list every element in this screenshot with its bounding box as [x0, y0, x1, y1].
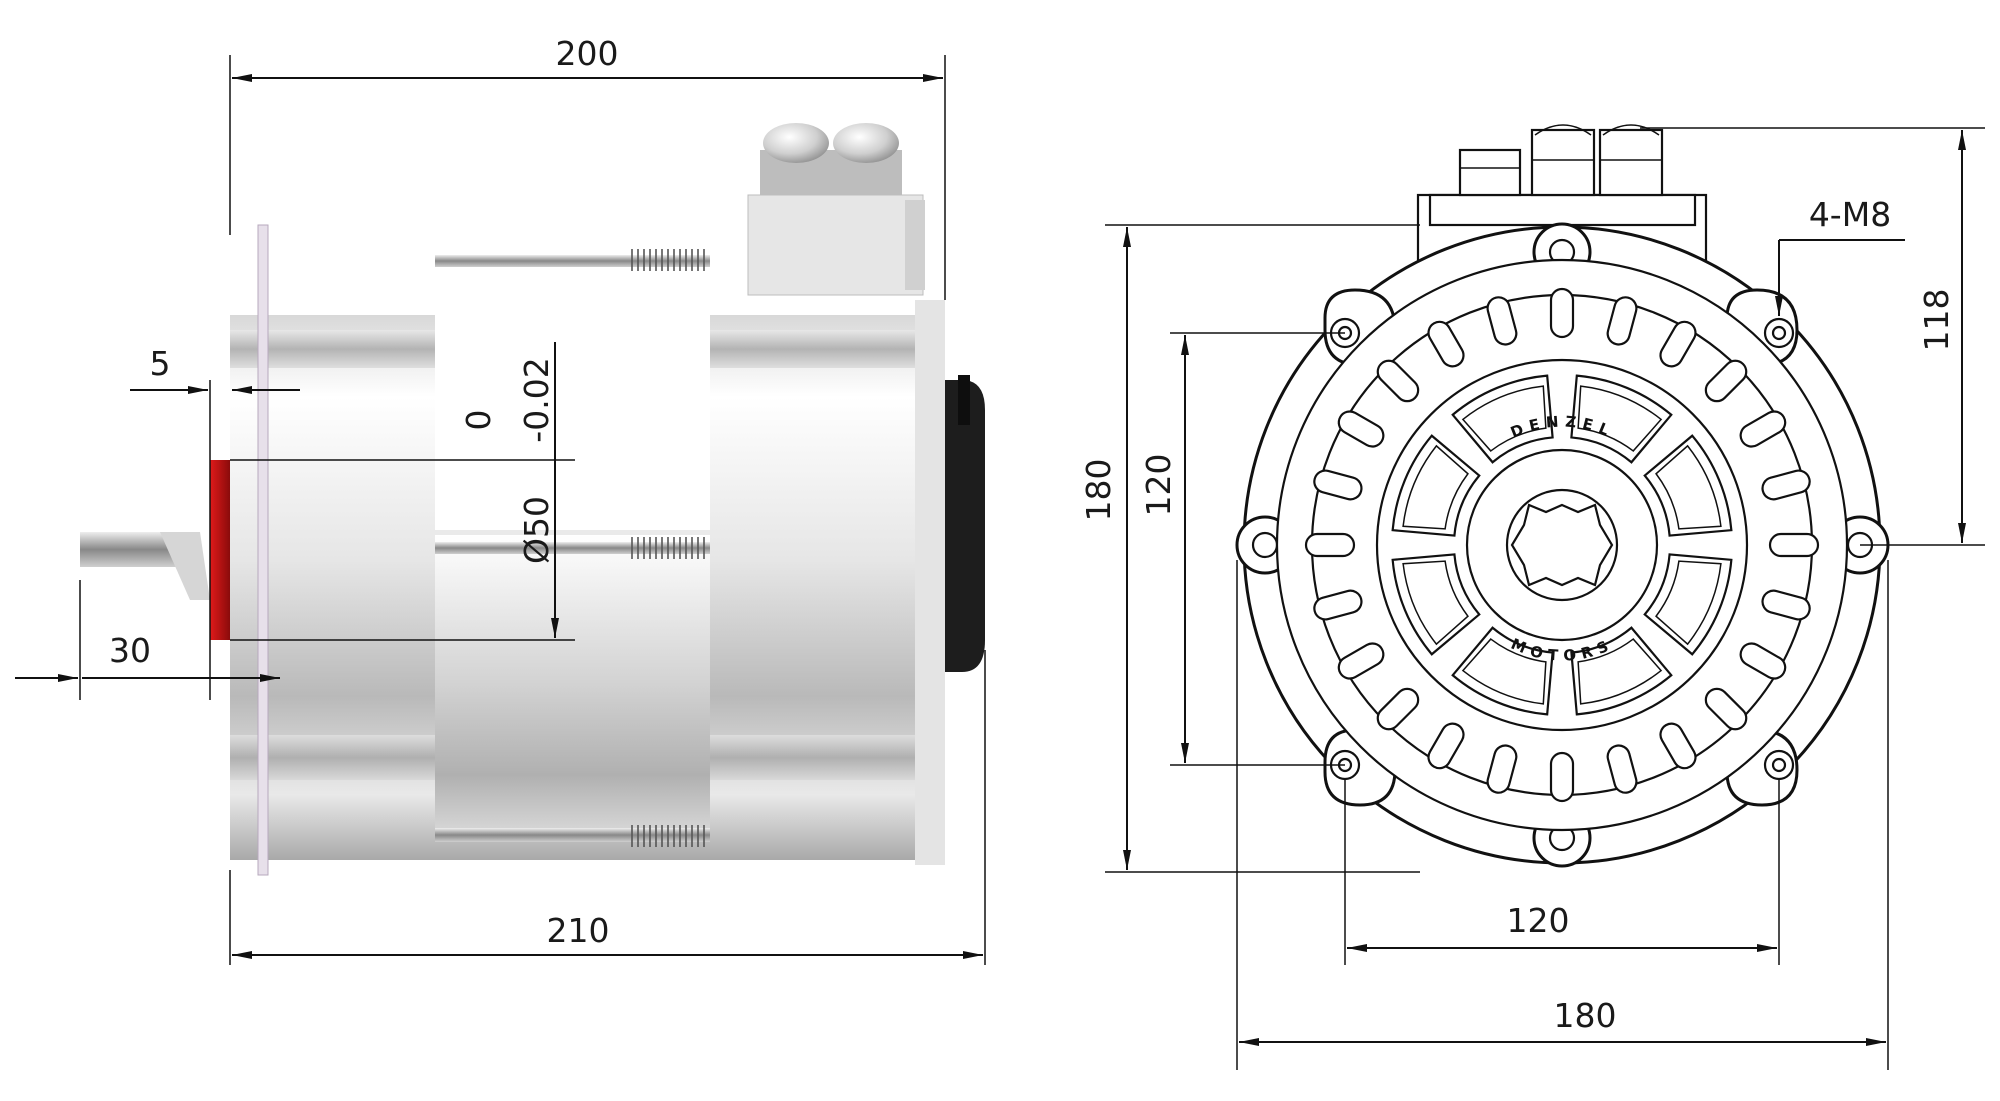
front-flange — [257, 224, 269, 876]
vent-slot — [1704, 359, 1748, 403]
inner-window — [1643, 553, 1733, 656]
tolerance-lower-group: -0.02 — [517, 357, 556, 442]
vent-slot — [1768, 532, 1820, 558]
inner-window — [1570, 374, 1673, 464]
tolerance-lower: -0.02 — [517, 357, 556, 442]
bolt-callout: 4-M8 — [1809, 195, 1891, 234]
inner-window-recess — [1655, 560, 1722, 646]
inner-window — [1451, 374, 1554, 464]
vent-slot — [1704, 687, 1748, 731]
spline-shaft — [1510, 503, 1614, 587]
dim-label-120-v-group: 120 — [1139, 454, 1178, 517]
dim-label-180-v-group: 180 — [1079, 459, 1118, 522]
tie-rod-bottom — [435, 828, 710, 842]
cable-glands-front — [1458, 124, 1664, 197]
vent-slot — [1313, 469, 1363, 501]
vent-slot — [1606, 744, 1638, 794]
dim-label-180-h: 180 — [1554, 996, 1617, 1035]
inner-window — [1643, 434, 1733, 537]
inner-window-recess — [1402, 444, 1469, 530]
inner-windows — [1391, 374, 1733, 716]
inner-window — [1570, 626, 1673, 716]
vent-slot — [1427, 320, 1465, 368]
rod-threads — [631, 249, 705, 847]
vent-slot — [1549, 751, 1575, 803]
inner-window-recess — [1577, 638, 1663, 705]
dim-label-210: 210 — [547, 911, 610, 950]
vent-slot — [1304, 532, 1356, 558]
inner-window-recess — [1655, 444, 1722, 530]
front-view: DENZEL MOTORS 180 120 118 — [1079, 124, 1985, 1070]
vent-slot — [1739, 642, 1787, 680]
inner-window — [1391, 553, 1481, 656]
vent-slot — [1659, 722, 1697, 770]
dim-label-5: 5 — [150, 344, 171, 383]
vent-slot — [1606, 296, 1638, 346]
vent-slot — [1761, 469, 1811, 501]
inner-window — [1391, 434, 1481, 537]
vent-slot — [1486, 744, 1518, 794]
dim-label-200: 200 — [556, 34, 619, 73]
vent-slot — [1549, 287, 1575, 339]
stator-upper-gap — [435, 270, 710, 530]
dim-label-180-v: 180 — [1079, 459, 1118, 522]
stator-housing — [435, 535, 710, 835]
vent-slot — [1427, 722, 1465, 770]
inner-window — [1451, 626, 1554, 716]
tie-rod-top — [435, 255, 710, 267]
vent-slot — [1659, 320, 1697, 368]
encoder-cover — [945, 380, 985, 672]
cable-gland-left — [760, 123, 832, 195]
junction-box — [747, 194, 924, 296]
vent-slot — [1337, 410, 1385, 448]
shaft-shoulder — [160, 532, 210, 600]
inner-window-recess — [1402, 560, 1469, 646]
cable-gland-right — [830, 123, 902, 195]
dim-label-120-h: 120 — [1507, 901, 1570, 940]
vent-slot — [1486, 296, 1518, 346]
vent-slot — [1313, 589, 1363, 621]
tie-rod-mid — [435, 542, 710, 554]
tolerance-upper: 0 — [459, 410, 498, 431]
vent-slot — [1337, 642, 1385, 680]
terminal-box-neck — [1428, 193, 1697, 227]
dim-label-118-group: 118 — [1917, 289, 1956, 352]
dim-label-diameter: Ø50 — [517, 496, 556, 564]
rear-end-cap — [915, 300, 945, 865]
dim-label-30: 30 — [109, 631, 151, 670]
dim-label-120-v: 120 — [1139, 454, 1178, 517]
inner-window-recess — [1577, 385, 1663, 452]
vent-slots — [1304, 287, 1820, 803]
cooling-fin-bottom-rear — [710, 735, 945, 780]
encoder-tab — [958, 375, 970, 425]
vent-slot — [1739, 410, 1787, 448]
tolerance-group: 0 — [459, 410, 498, 431]
vent-slot — [1761, 589, 1811, 621]
vent-slot — [1376, 359, 1420, 403]
dim-label-diameter-group: Ø50 — [517, 496, 556, 564]
inner-window-recess — [1461, 638, 1547, 705]
cooling-fin-top-rear — [710, 330, 945, 368]
vent-slot — [1376, 687, 1420, 731]
dim-label-118: 118 — [1917, 289, 1956, 352]
inner-window-recess — [1461, 385, 1547, 452]
shaft-key — [210, 460, 230, 640]
side-view: 200 210 5 30 Ø50 0 -0.02 — [15, 34, 986, 965]
junction-box-side — [905, 200, 925, 290]
